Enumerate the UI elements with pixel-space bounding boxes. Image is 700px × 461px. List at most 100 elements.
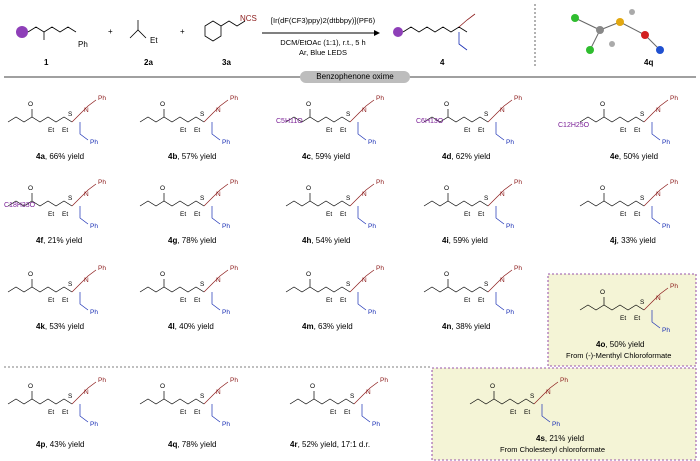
o-label-4p: O — [28, 383, 33, 390]
n-label-4c: N — [362, 107, 367, 114]
n-label-4p: N — [84, 389, 89, 396]
ph-blue-label-4o: Ph — [662, 327, 670, 334]
yield-4e: 4e, 50% yield — [610, 152, 659, 161]
crystal-structure-label: 4q — [644, 58, 654, 67]
et-label-a-4l: Et — [180, 297, 186, 304]
o-label-4k: O — [28, 271, 33, 278]
ph-blue-label-4m: Ph — [368, 309, 376, 316]
chain-4q — [139, 398, 205, 405]
chain-4e — [579, 116, 645, 123]
benzoyl-4b — [203, 99, 229, 123]
s-label-4n: S — [484, 281, 489, 288]
chain-4j — [579, 200, 645, 207]
chain-4r — [289, 398, 355, 405]
o-label-4m: O — [306, 271, 311, 278]
yield-4l: 4l, 40% yield — [168, 322, 214, 331]
reactant-1-ph-label: Ph — [78, 40, 88, 49]
imine-4p — [79, 404, 89, 423]
ph-red-label-4j: Ph — [670, 179, 678, 186]
ph-red-label-4r: Ph — [380, 377, 388, 384]
o-label-4l: O — [160, 271, 165, 278]
benzoyl-4e — [643, 99, 669, 123]
n-label-4n: N — [500, 277, 505, 284]
n-label-4o: N — [656, 295, 661, 302]
ph-blue-label-4c: Ph — [368, 139, 376, 146]
et-label-b-4n: Et — [478, 297, 484, 304]
yield-4f: 4f, 21% yield — [36, 236, 83, 245]
o-label-4s: O — [490, 383, 495, 390]
substituent-4d: C6H13O — [416, 118, 444, 125]
imine-4h — [357, 206, 367, 225]
reactant-1-skeleton — [27, 26, 77, 33]
ph-red-label-4k: Ph — [98, 265, 106, 272]
substituent-4c: C5H11O — [276, 118, 303, 125]
chain-4n — [423, 286, 489, 293]
et-label-b-4c: Et — [340, 127, 346, 134]
s-label-4e: S — [640, 111, 645, 118]
s-label-4o: S — [640, 299, 645, 306]
et-label-a-4h: Et — [326, 211, 332, 218]
cholesteryl-highlight-box — [431, 367, 697, 461]
o-label-4g: O — [160, 185, 165, 192]
benzoyl-4d — [487, 99, 513, 123]
n-label-4a: N — [84, 107, 89, 114]
benzoyl-4o — [643, 287, 669, 311]
chain-4b — [139, 116, 205, 123]
yield-4a: 4a, 66% yield — [36, 152, 85, 161]
s-label-4j: S — [640, 195, 645, 202]
chain-4f — [7, 200, 73, 207]
ph-red-label-4c: Ph — [376, 95, 384, 102]
o-label-4e: O — [600, 101, 605, 108]
source-4s: From Cholesteryl chloroformate — [500, 445, 606, 454]
imine-4e — [651, 122, 661, 141]
ph-red-label-4f: Ph — [98, 179, 106, 186]
product-4-imine — [458, 32, 468, 51]
ph-blue-label-4l: Ph — [222, 309, 230, 316]
product-4-skeleton — [402, 26, 468, 33]
ph-blue-label-4n: Ph — [506, 309, 514, 316]
et-label-a-4p: Et — [48, 409, 54, 416]
ph-red-label-4q: Ph — [230, 377, 238, 384]
chain-4o — [579, 304, 645, 311]
s-label-4i: S — [484, 195, 489, 202]
et-label-b-4e: Et — [634, 127, 640, 134]
o-label-4r: O — [310, 383, 315, 390]
et-label-b-4p: Et — [62, 409, 68, 416]
n-label-4r: N — [366, 389, 371, 396]
s-label-4s: S — [530, 393, 535, 400]
et-label-a-4b: Et — [180, 127, 186, 134]
product-resin-sphere-icon — [393, 27, 403, 37]
et-label-a-4q: Et — [180, 409, 186, 416]
reactant-2a-et-label: Et — [150, 36, 158, 45]
ph-blue-label-4e: Ph — [662, 139, 670, 146]
ph-blue-label-4k: Ph — [90, 309, 98, 316]
n-label-4e: N — [656, 107, 661, 114]
imine-4o — [651, 310, 661, 329]
n-label-4l: N — [216, 277, 221, 284]
benzoyl-4j — [643, 183, 669, 207]
reactant-2a-skeleton — [129, 29, 147, 39]
benzoyl-4l — [203, 269, 229, 293]
imine-4f — [79, 206, 89, 225]
chain-4g — [139, 200, 205, 207]
chain-4c — [285, 116, 351, 123]
et-label-a-4k: Et — [48, 297, 54, 304]
yield-4n: 4n, 38% yield — [442, 322, 491, 331]
et-label-a-4g: Et — [180, 211, 186, 218]
benzoyl-4h — [349, 183, 375, 207]
yield-4j: 4j, 33% yield — [610, 236, 656, 245]
n-label-4d: N — [500, 107, 505, 114]
ph-blue-label-4j: Ph — [662, 223, 670, 230]
et-label-a-4i: Et — [464, 211, 470, 218]
chain-4h — [285, 200, 351, 207]
menthyl-highlight-box — [547, 273, 697, 367]
imine-4c — [357, 122, 367, 141]
n-label-4h: N — [362, 191, 367, 198]
